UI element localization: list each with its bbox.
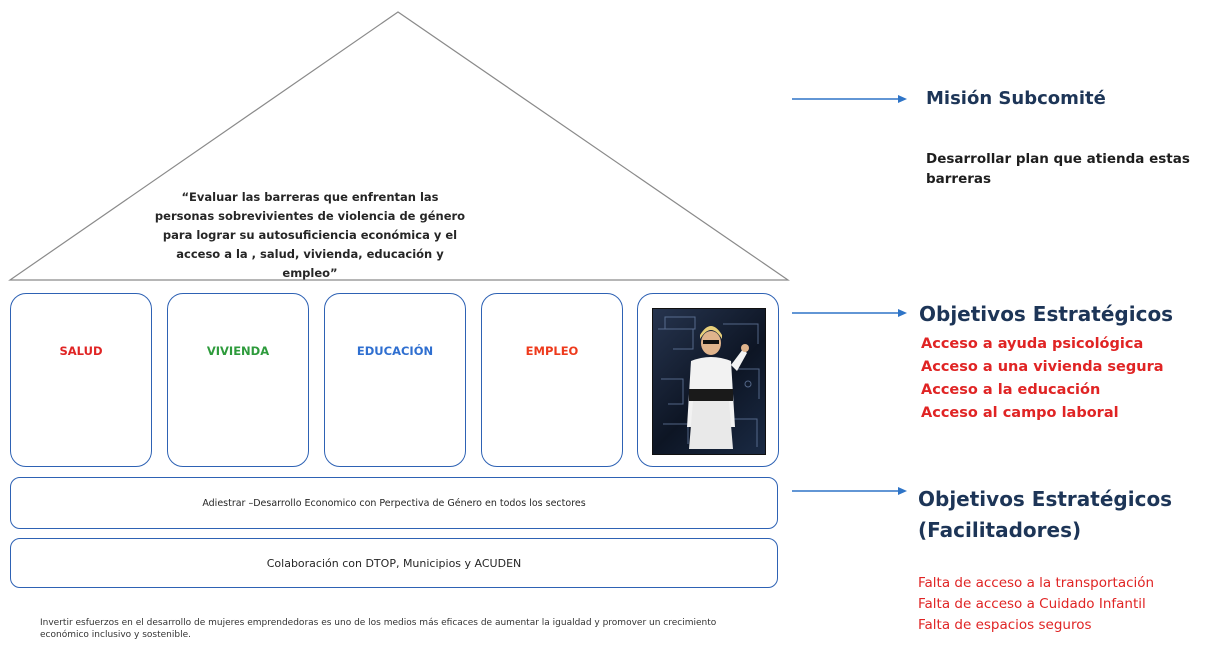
pillar-vivienda: VIVIENDA xyxy=(167,293,309,467)
list-item: Acceso al campo laboral xyxy=(921,405,1119,421)
list-item: Falta de acceso a la transportación xyxy=(918,575,1155,591)
pillar-empleo: EMPLEO xyxy=(481,293,623,467)
pillar-educacion: EDUCACIÓN xyxy=(324,293,466,467)
pillar-label-vivienda: VIVIENDA xyxy=(206,344,270,358)
mision-description: Desarrollar plan que atienda estas barre… xyxy=(926,151,1190,187)
band-colaboracion: Colaboración con DTOP, Municipios y ACUD… xyxy=(10,538,778,588)
pillar-photo xyxy=(637,293,779,467)
facilitadores-title: Objetivos Estratégicos (Facilitadores) xyxy=(918,484,1172,546)
list-item: Falta de espacios seguros xyxy=(918,617,1092,633)
pillar-salud: SALUD xyxy=(10,293,152,467)
mision-title: Misión Subcomité xyxy=(926,88,1106,109)
objetivos-title: Objetivos Estratégicos xyxy=(919,302,1174,326)
pillar-label-empleo: EMPLEO xyxy=(525,344,579,358)
bottom-note: Invertir esfuerzos en el desarrollo de m… xyxy=(40,618,717,640)
list-item: Falta de acceso a Cuidado Infantil xyxy=(918,596,1146,612)
list-item: Acceso a ayuda psicológica xyxy=(921,336,1144,352)
roof-triangle xyxy=(8,11,790,281)
arrow-right-icon xyxy=(792,95,907,103)
roof-mission-quote: “Evaluar las barreras que enfrentan las … xyxy=(154,190,466,280)
facilitadores-list: Falta de acceso a la transportación Falt… xyxy=(918,573,1154,636)
list-item: Acceso a una vivienda segura xyxy=(921,359,1164,375)
arrow-right-icon xyxy=(792,309,907,317)
facilitadores-title-line1: Objetivos Estratégicos xyxy=(918,487,1173,511)
arrow-right-icon xyxy=(792,487,907,495)
band-adiestrar: Adiestrar –Desarrollo Economico con Perp… xyxy=(10,477,778,529)
list-item: Acceso a la educación xyxy=(921,382,1101,398)
objetivos-list: Acceso a ayuda psicológica Acceso a una … xyxy=(921,333,1164,425)
pillar-label-educacion: EDUCACIÓN xyxy=(356,344,434,358)
pillar-label-salud: SALUD xyxy=(59,344,103,358)
facilitadores-title-line2: (Facilitadores) xyxy=(918,518,1082,542)
woman-photo-image xyxy=(652,308,766,455)
